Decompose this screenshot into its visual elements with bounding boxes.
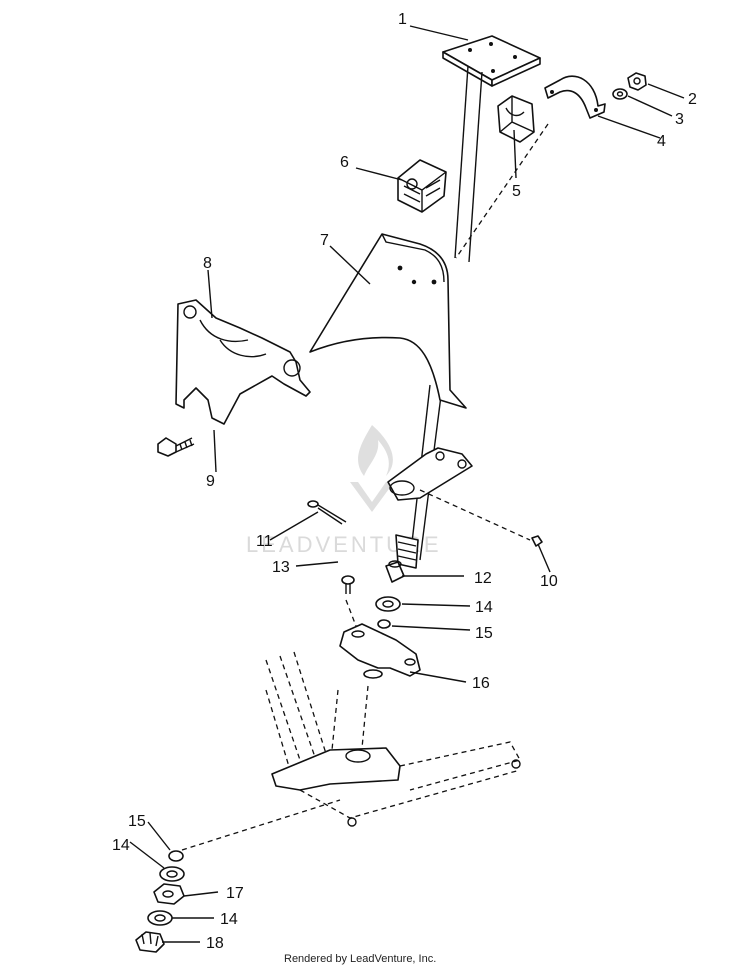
part-17-nut [153, 883, 185, 905]
callout-14-upper: 14 [475, 599, 493, 616]
part-14-washer-lower-b [147, 910, 173, 926]
part-8-bracket [175, 299, 311, 425]
part-9-bolt [157, 437, 195, 457]
part-13-bolt [341, 575, 355, 594]
part-14-washer-lower-a [159, 866, 185, 882]
part-2-nut [627, 72, 647, 91]
callouts: 1 2 3 4 5 6 7 8 9 10 11 13 12 14 15 16 1… [112, 11, 697, 952]
part-10-plate [387, 447, 543, 547]
callout-3: 3 [675, 111, 684, 128]
callout-1: 1 [398, 11, 407, 28]
part-15-ring-lower [168, 850, 184, 862]
column-bracket [309, 233, 467, 409]
watermark-flame-icon [358, 425, 393, 476]
callout-6: 6 [340, 154, 349, 171]
callout-11: 11 [256, 533, 273, 550]
callout-4: 4 [657, 133, 666, 150]
callout-9: 9 [206, 473, 215, 490]
part-11-cotter-pin [307, 500, 347, 525]
callout-5: 5 [512, 183, 521, 200]
part-12-fitting [385, 560, 405, 583]
part-16-steering-arm [339, 623, 421, 679]
footer-credit: Rendered by LeadVenture, Inc. [284, 953, 436, 965]
callout-15-lower: 15 [128, 813, 146, 830]
callout-17: 17 [226, 885, 244, 902]
part-5-bushing [497, 95, 535, 143]
part-6-bushing [397, 159, 447, 213]
leader-lines [129, 25, 685, 943]
callout-18: 18 [206, 935, 224, 952]
frame-outline [265, 651, 521, 827]
callout-13: 13 [272, 559, 290, 576]
callout-12: 12 [474, 570, 492, 587]
callout-16: 16 [472, 675, 490, 692]
part-15-ring-upper [377, 619, 391, 629]
part-4-clamp [544, 75, 606, 119]
part-1-steering-shaft [395, 35, 541, 569]
callout-2: 2 [688, 91, 697, 108]
callout-8: 8 [203, 255, 212, 272]
part-3-washer [612, 88, 628, 100]
part-14-washer-upper [375, 596, 401, 612]
callout-15-upper: 15 [475, 625, 493, 642]
callout-14-lower-a: 14 [112, 837, 130, 854]
callout-10: 10 [540, 573, 558, 590]
callout-14-lower-b: 14 [220, 911, 238, 928]
part-18-castle-nut [135, 931, 165, 953]
callout-7: 7 [320, 232, 329, 249]
watermark-v-icon [350, 482, 394, 512]
